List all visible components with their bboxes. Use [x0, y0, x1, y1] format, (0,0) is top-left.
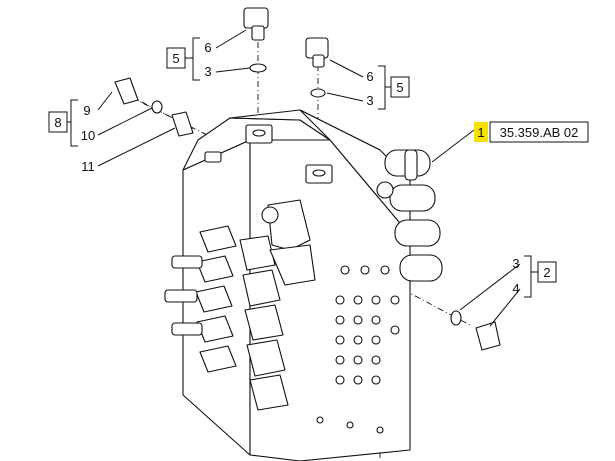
part-reference-callout: 1 35.359.AB 02: [474, 121, 589, 143]
fitting-4: [475, 321, 501, 351]
o-ring-top-right: [310, 88, 326, 98]
callout-group-5-top-left: 5 6 3: [166, 37, 212, 81]
svg-text:9: 9: [83, 103, 90, 118]
part-reference-code: 35.359.AB 02: [500, 125, 579, 140]
part-number: 1: [477, 125, 484, 140]
callout-group-8: 8 9 10 11: [48, 99, 95, 174]
fitting-11: [171, 111, 194, 137]
part-number-highlight: [474, 122, 488, 142]
o-ring-10: [151, 100, 163, 114]
svg-text:6: 6: [366, 69, 373, 84]
svg-text:2: 2: [543, 265, 550, 280]
fitting-9: [114, 77, 139, 105]
svg-text:5: 5: [172, 51, 179, 66]
elbow-fitting-top-left: [243, 7, 269, 41]
o-ring-top-left: [249, 63, 267, 73]
svg-text:3: 3: [512, 256, 519, 271]
port-bolt-grid: [261, 181, 400, 434]
callout-group-2: 3 4 2: [512, 255, 557, 298]
svg-text:5: 5: [396, 80, 403, 95]
front-stepped-blocks: [239, 199, 316, 411]
svg-text:3: 3: [366, 93, 373, 108]
spool-cylinders: [384, 149, 443, 282]
svg-text:11: 11: [81, 159, 95, 174]
elbow-fitting-top-right: [305, 37, 329, 68]
svg-text:3: 3: [204, 64, 211, 79]
svg-text:10: 10: [81, 128, 95, 143]
svg-text:4: 4: [512, 281, 519, 296]
callout-group-5-top-right: 6 3 5: [366, 65, 410, 110]
valve-block-body: [182, 109, 411, 461]
o-ring-right: [450, 310, 462, 326]
leader-lines: [97, 29, 521, 327]
spool-end-caps: [164, 225, 237, 373]
top-fittings: [204, 124, 333, 184]
svg-text:8: 8: [54, 115, 61, 130]
svg-text:6: 6: [204, 40, 211, 55]
